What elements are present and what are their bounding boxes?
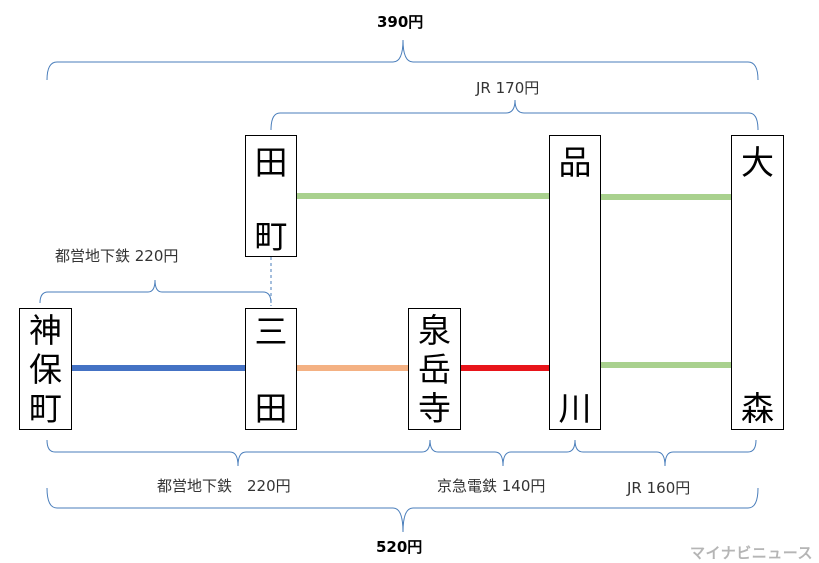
- bracket-subway-220-bottom: [46, 439, 431, 467]
- bracket-keikyu-140: [429, 439, 576, 467]
- station-jimbocho: 神 保 町: [19, 308, 72, 430]
- station-mita: 三 田: [245, 308, 297, 430]
- fare-subway-220-bottom: 都営地下鉄 220円: [157, 477, 291, 495]
- bracket-subway-220-top: [39, 279, 272, 304]
- station-char: 森: [741, 389, 774, 428]
- watermark: マイナビニュース: [690, 544, 813, 562]
- station-char: 寺: [418, 389, 451, 428]
- bracket-jr-160: [574, 439, 757, 467]
- bracket-bottom-total: [46, 487, 759, 533]
- station-sengakuji: 泉 岳 寺: [408, 308, 461, 430]
- station-char: 保: [29, 350, 62, 389]
- fare-jr-160: JR 160円: [627, 479, 691, 497]
- station-shinagawa: 品 川: [549, 135, 601, 430]
- fare-jr-170: JR 170円: [476, 79, 540, 97]
- station-char: 町: [254, 217, 288, 256]
- station-char: 神: [29, 311, 62, 350]
- bracket-jr-170: [270, 99, 759, 131]
- fare-bottom-total: 520円: [376, 538, 423, 556]
- station-char: 川: [558, 389, 592, 428]
- station-char: 大: [741, 143, 774, 182]
- station-omori: 大 森: [731, 135, 784, 430]
- station-char: 泉: [418, 311, 451, 350]
- station-tamachi: 田 町: [245, 135, 297, 257]
- station-char: 田: [254, 143, 288, 182]
- fare-top-total: 390円: [377, 13, 424, 31]
- fare-subway-220-top: 都営地下鉄 220円: [55, 247, 179, 265]
- station-char: 町: [29, 389, 62, 428]
- bracket-top-total: [46, 39, 759, 81]
- station-char: 岳: [418, 350, 451, 389]
- station-char: 田: [254, 389, 288, 428]
- station-char: 三: [254, 312, 288, 351]
- station-char: 品: [558, 143, 592, 182]
- fare-keikyu-140: 京急電鉄 140円: [437, 477, 546, 495]
